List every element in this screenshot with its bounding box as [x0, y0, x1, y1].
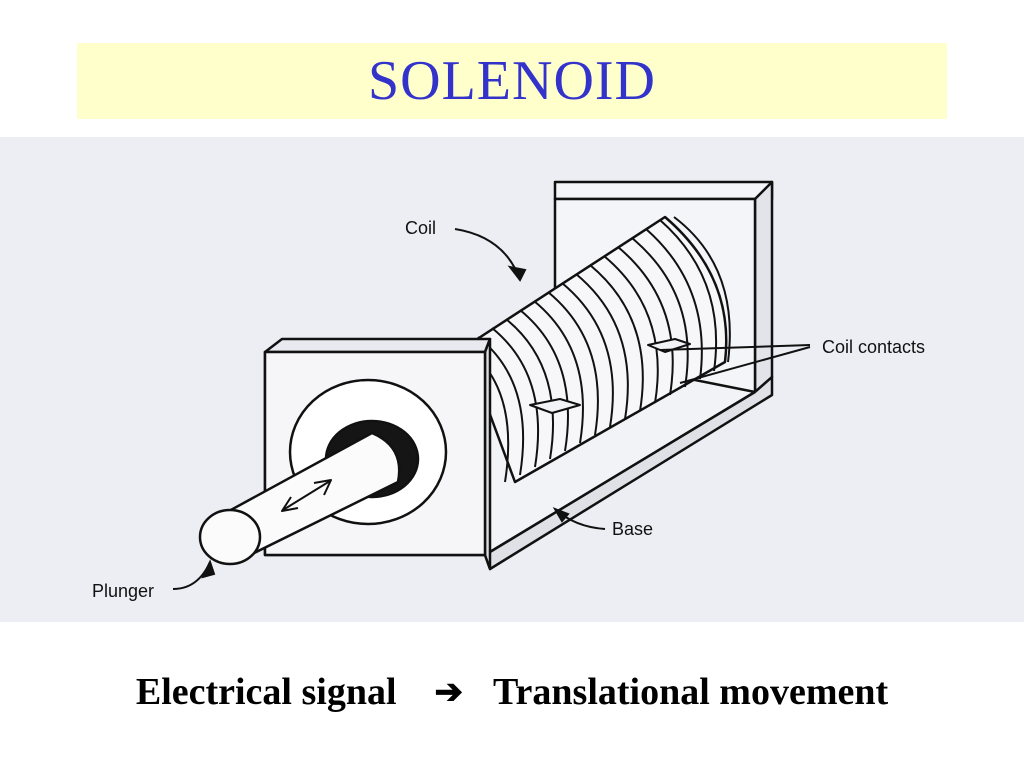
- caption-input: Electrical signal: [135, 671, 397, 713]
- coil-contacts-leader-lower: [679, 346, 811, 384]
- label-plunger: Plunger: [92, 581, 154, 601]
- right-arrow-icon: ➔: [434, 674, 464, 711]
- title-banner: SOLENOID: [77, 43, 947, 119]
- solenoid-diagram: Coil Coil contacts Base Plunger: [0, 137, 1024, 622]
- page-title: SOLENOID: [368, 50, 656, 112]
- caption-output: Translational movement: [493, 671, 889, 713]
- label-coil-contacts: Coil contacts: [822, 337, 925, 357]
- plunger-leader-arrowhead: [201, 559, 216, 579]
- label-base: Base: [612, 519, 653, 539]
- label-coil: Coil: [405, 218, 436, 238]
- coil-contact-tabs: [529, 338, 691, 414]
- caption: Electrical signal ➔ Translational moveme…: [0, 664, 1024, 720]
- base-leader-arrowhead: [552, 507, 570, 523]
- coil-leader: [454, 228, 521, 281]
- motion-arrow-icon: [281, 479, 332, 512]
- coil-body: [463, 215, 731, 484]
- solenoid-drawing: Coil Coil contacts Base Plunger: [92, 180, 925, 601]
- coil-leader-arrowhead: [507, 265, 527, 282]
- coil-contacts-leader-upper: [659, 344, 811, 351]
